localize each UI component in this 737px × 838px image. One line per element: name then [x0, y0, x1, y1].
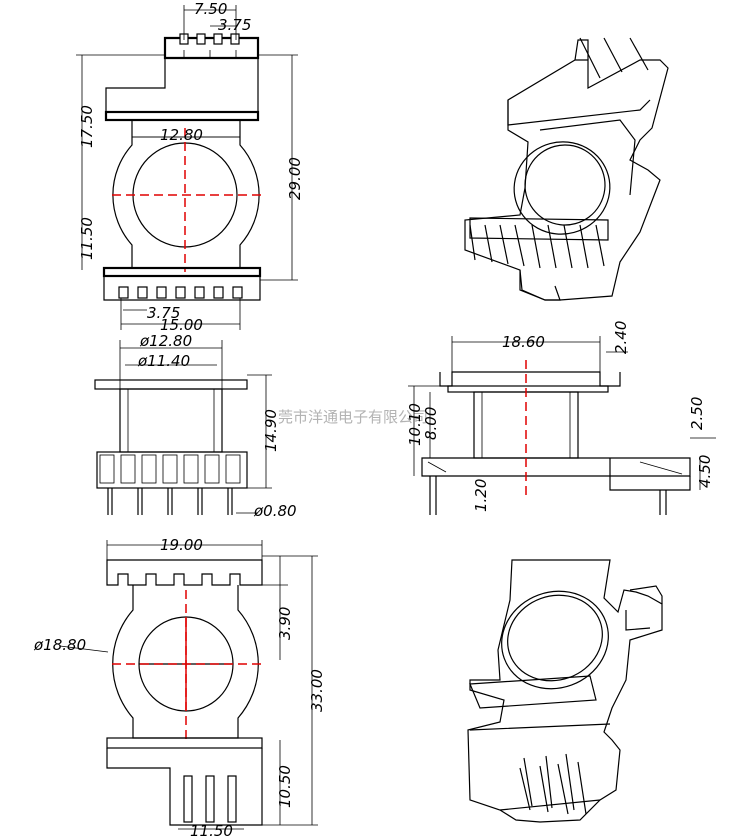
dim-right-pin: 4.50: [696, 455, 714, 488]
dim-pin-pitch-bottom: 3.75: [147, 304, 180, 322]
dim-top-width: 19.00: [160, 536, 203, 554]
dim-base-width: 11.50: [190, 822, 233, 838]
watermark-text: 莞市洋通电子有限公司: [278, 408, 428, 426]
dim-width: 18.60: [502, 333, 545, 351]
dim-base-width: 15.00: [160, 316, 203, 334]
dim-window: 12.80: [160, 126, 203, 144]
dim-base-height: 10.50: [276, 765, 294, 808]
front-view: 18.60 2.40 10.10 8.00 1.20 2.50 4.50: [406, 321, 716, 515]
dim-body-height: 14.90: [262, 409, 280, 452]
dim-core-dia: ø11.40: [137, 352, 190, 370]
dim-total-height: 29.00: [286, 157, 304, 200]
iso-view-1: [464, 37, 669, 301]
side-view: ø12.80 ø11.40 14.90 ø0.80: [94, 332, 297, 520]
dim-flange-dia: ø12.80: [139, 332, 192, 350]
dim-pin-len: 1.20: [472, 479, 490, 512]
dim-right-step: 2.50: [688, 397, 706, 430]
dim-slot-height: 3.90: [276, 607, 294, 640]
dim-pin-span: 7.50: [194, 0, 227, 18]
dim-height: 10.10: [406, 403, 424, 446]
dim-upper-height: 17.50: [78, 105, 96, 148]
iso-view-2: [467, 559, 663, 823]
dim-total-height: 33.00: [308, 669, 326, 712]
dim-circle-dia: ø18.80: [33, 636, 86, 654]
bottom-view: 19.00 ø18.80 3.90 33.00 10.50 11.50: [33, 536, 326, 838]
dim-inner: 8.00: [422, 407, 440, 440]
top-view: 7.50 3.75 17.50 11.50 12.80 29.00 3.75 1…: [76, 0, 304, 334]
dim-pin-pitch-top: 3.75: [218, 16, 251, 34]
dim-pin-dia: ø0.80: [253, 502, 297, 520]
dim-top-step: 2.40: [612, 321, 630, 354]
dim-lower-height: 11.50: [78, 217, 96, 260]
